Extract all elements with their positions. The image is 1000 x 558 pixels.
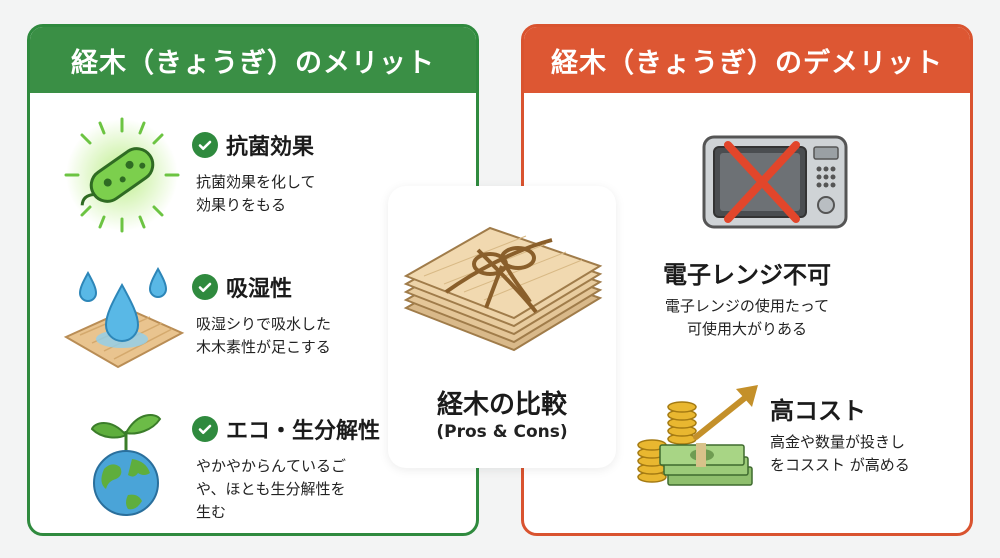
merit-desc-absorption: 吸湿シりで吸水した 木木素性が足こする bbox=[196, 315, 332, 356]
merit-title-absorption: 吸湿性 bbox=[192, 271, 292, 303]
merit-title-eco: エコ・生分解性 bbox=[192, 413, 380, 445]
check-icon bbox=[192, 274, 218, 300]
center-comparison-card: 経木の比較 (Pros & Cons) bbox=[388, 186, 616, 468]
microwave-crossed-icon bbox=[702, 135, 848, 231]
demerit-desc-microwave: 電子レンジの使用たって 可使用大がりある bbox=[664, 297, 830, 338]
merit-desc-antibacterial: 抗菌効果を化して 効果りをもる bbox=[196, 173, 316, 214]
merit-desc-eco: やかやからんているご や、ほとも生分解性を 生む bbox=[196, 457, 347, 521]
demerits-heading: 経木（きょうぎ）のデメリット bbox=[524, 27, 970, 93]
center-subtitle: (Pros & Cons) bbox=[436, 422, 568, 442]
tied-wood-sheets-icon bbox=[394, 190, 610, 376]
earth-sprout-icon bbox=[80, 407, 172, 519]
check-icon bbox=[192, 132, 218, 158]
merit-title-antibacterial: 抗菌効果 bbox=[192, 129, 314, 161]
money-coins-arrow-icon bbox=[634, 379, 766, 491]
demerit-desc-cost: 高金や数量が投きし をコススト が高める bbox=[770, 433, 910, 474]
merits-heading: 経木（きょうぎ）のメリット bbox=[30, 27, 476, 93]
center-title: 経木の比較 bbox=[436, 390, 567, 420]
bacteria-icon bbox=[60, 115, 184, 233]
check-icon bbox=[192, 416, 218, 442]
demerit-title-microwave: 電子レンジ不可 bbox=[663, 261, 831, 289]
water-drops-icon bbox=[58, 263, 188, 375]
demerit-title-cost: 高コスト bbox=[770, 397, 866, 425]
